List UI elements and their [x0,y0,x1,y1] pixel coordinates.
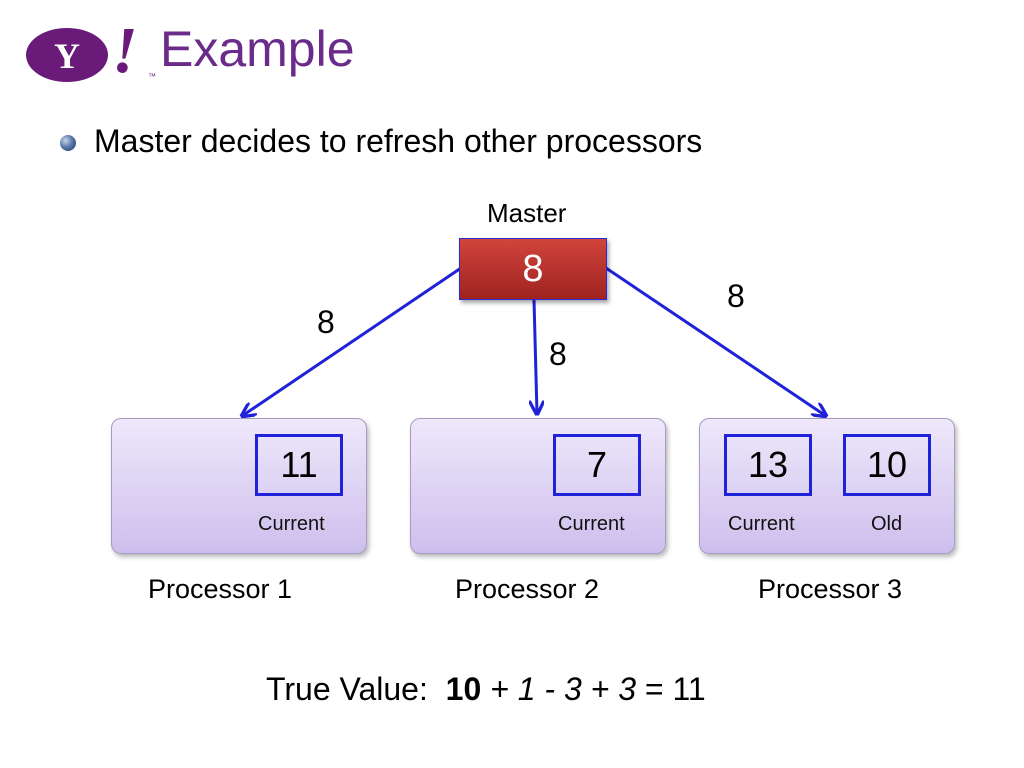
true-value-result: 11 [672,671,706,707]
processor-1-current-label: Current [258,513,325,535]
processor-3-old-value: 10 [843,434,931,496]
yahoo-logo-letter: Y [54,36,80,76]
arrow-to-processor-3 [605,266,826,416]
master-node: 8 [459,238,607,300]
yahoo-logo: Y ! ™ [26,18,156,86]
bullet-icon [60,135,76,151]
processor-1-node [111,418,367,554]
master-label: Master [487,198,567,228]
yahoo-logo-oval: Y [26,28,108,82]
true-value-n3: 3 [618,671,636,707]
processor-3-current-value: 13 [724,434,812,496]
edge-label-processor-1: 8 [317,304,335,340]
arrow-to-processor-2 [534,299,537,414]
processor-3-name: Processor 3 [758,574,903,604]
slide-title: Example [160,21,355,77]
arrow-to-processor-1 [242,266,462,416]
processor-3-node [699,418,955,554]
processor-1-current-value: 11 [255,434,343,496]
processor-3-old-label: Old [871,513,903,535]
processor-2-node [410,418,666,554]
processor-1-current-value-text: 11 [280,444,318,485]
true-value-op1: + [490,671,509,707]
yahoo-logo-exclamation: ! [112,14,138,87]
true-value-op3: + [590,671,610,707]
processor-2-name: Processor 2 [455,574,600,604]
processor-2-current-value-text: 7 [586,444,608,485]
processor-2-current-label: Current [558,513,625,535]
true-value-prefix: True Value: [266,671,428,707]
edge-label-processor-2: 8 [549,336,567,372]
true-value-n2: 3 [563,671,582,707]
true-value-equals: = [644,671,664,707]
true-value-base: 10 [445,671,482,707]
processor-2-current-value: 7 [553,434,641,496]
edge-label-processor-3: 8 [727,278,745,314]
processor-1-name: Processor 1 [148,574,293,604]
processor-3-current-label: Current [728,513,795,535]
true-value-op2: - [544,671,556,707]
processor-3-old-value-text: 10 [866,444,908,485]
true-value-n1: 1 [517,671,536,707]
yahoo-logo-trademark: ™ [148,72,156,81]
true-value-formula: True Value: 10 + 1 - 3 + 3 = 11 [266,670,706,708]
master-value: 8 [522,247,544,290]
bullet-text: Master decides to refresh other processo… [94,123,703,159]
processor-3-current-value-text: 13 [747,444,789,485]
